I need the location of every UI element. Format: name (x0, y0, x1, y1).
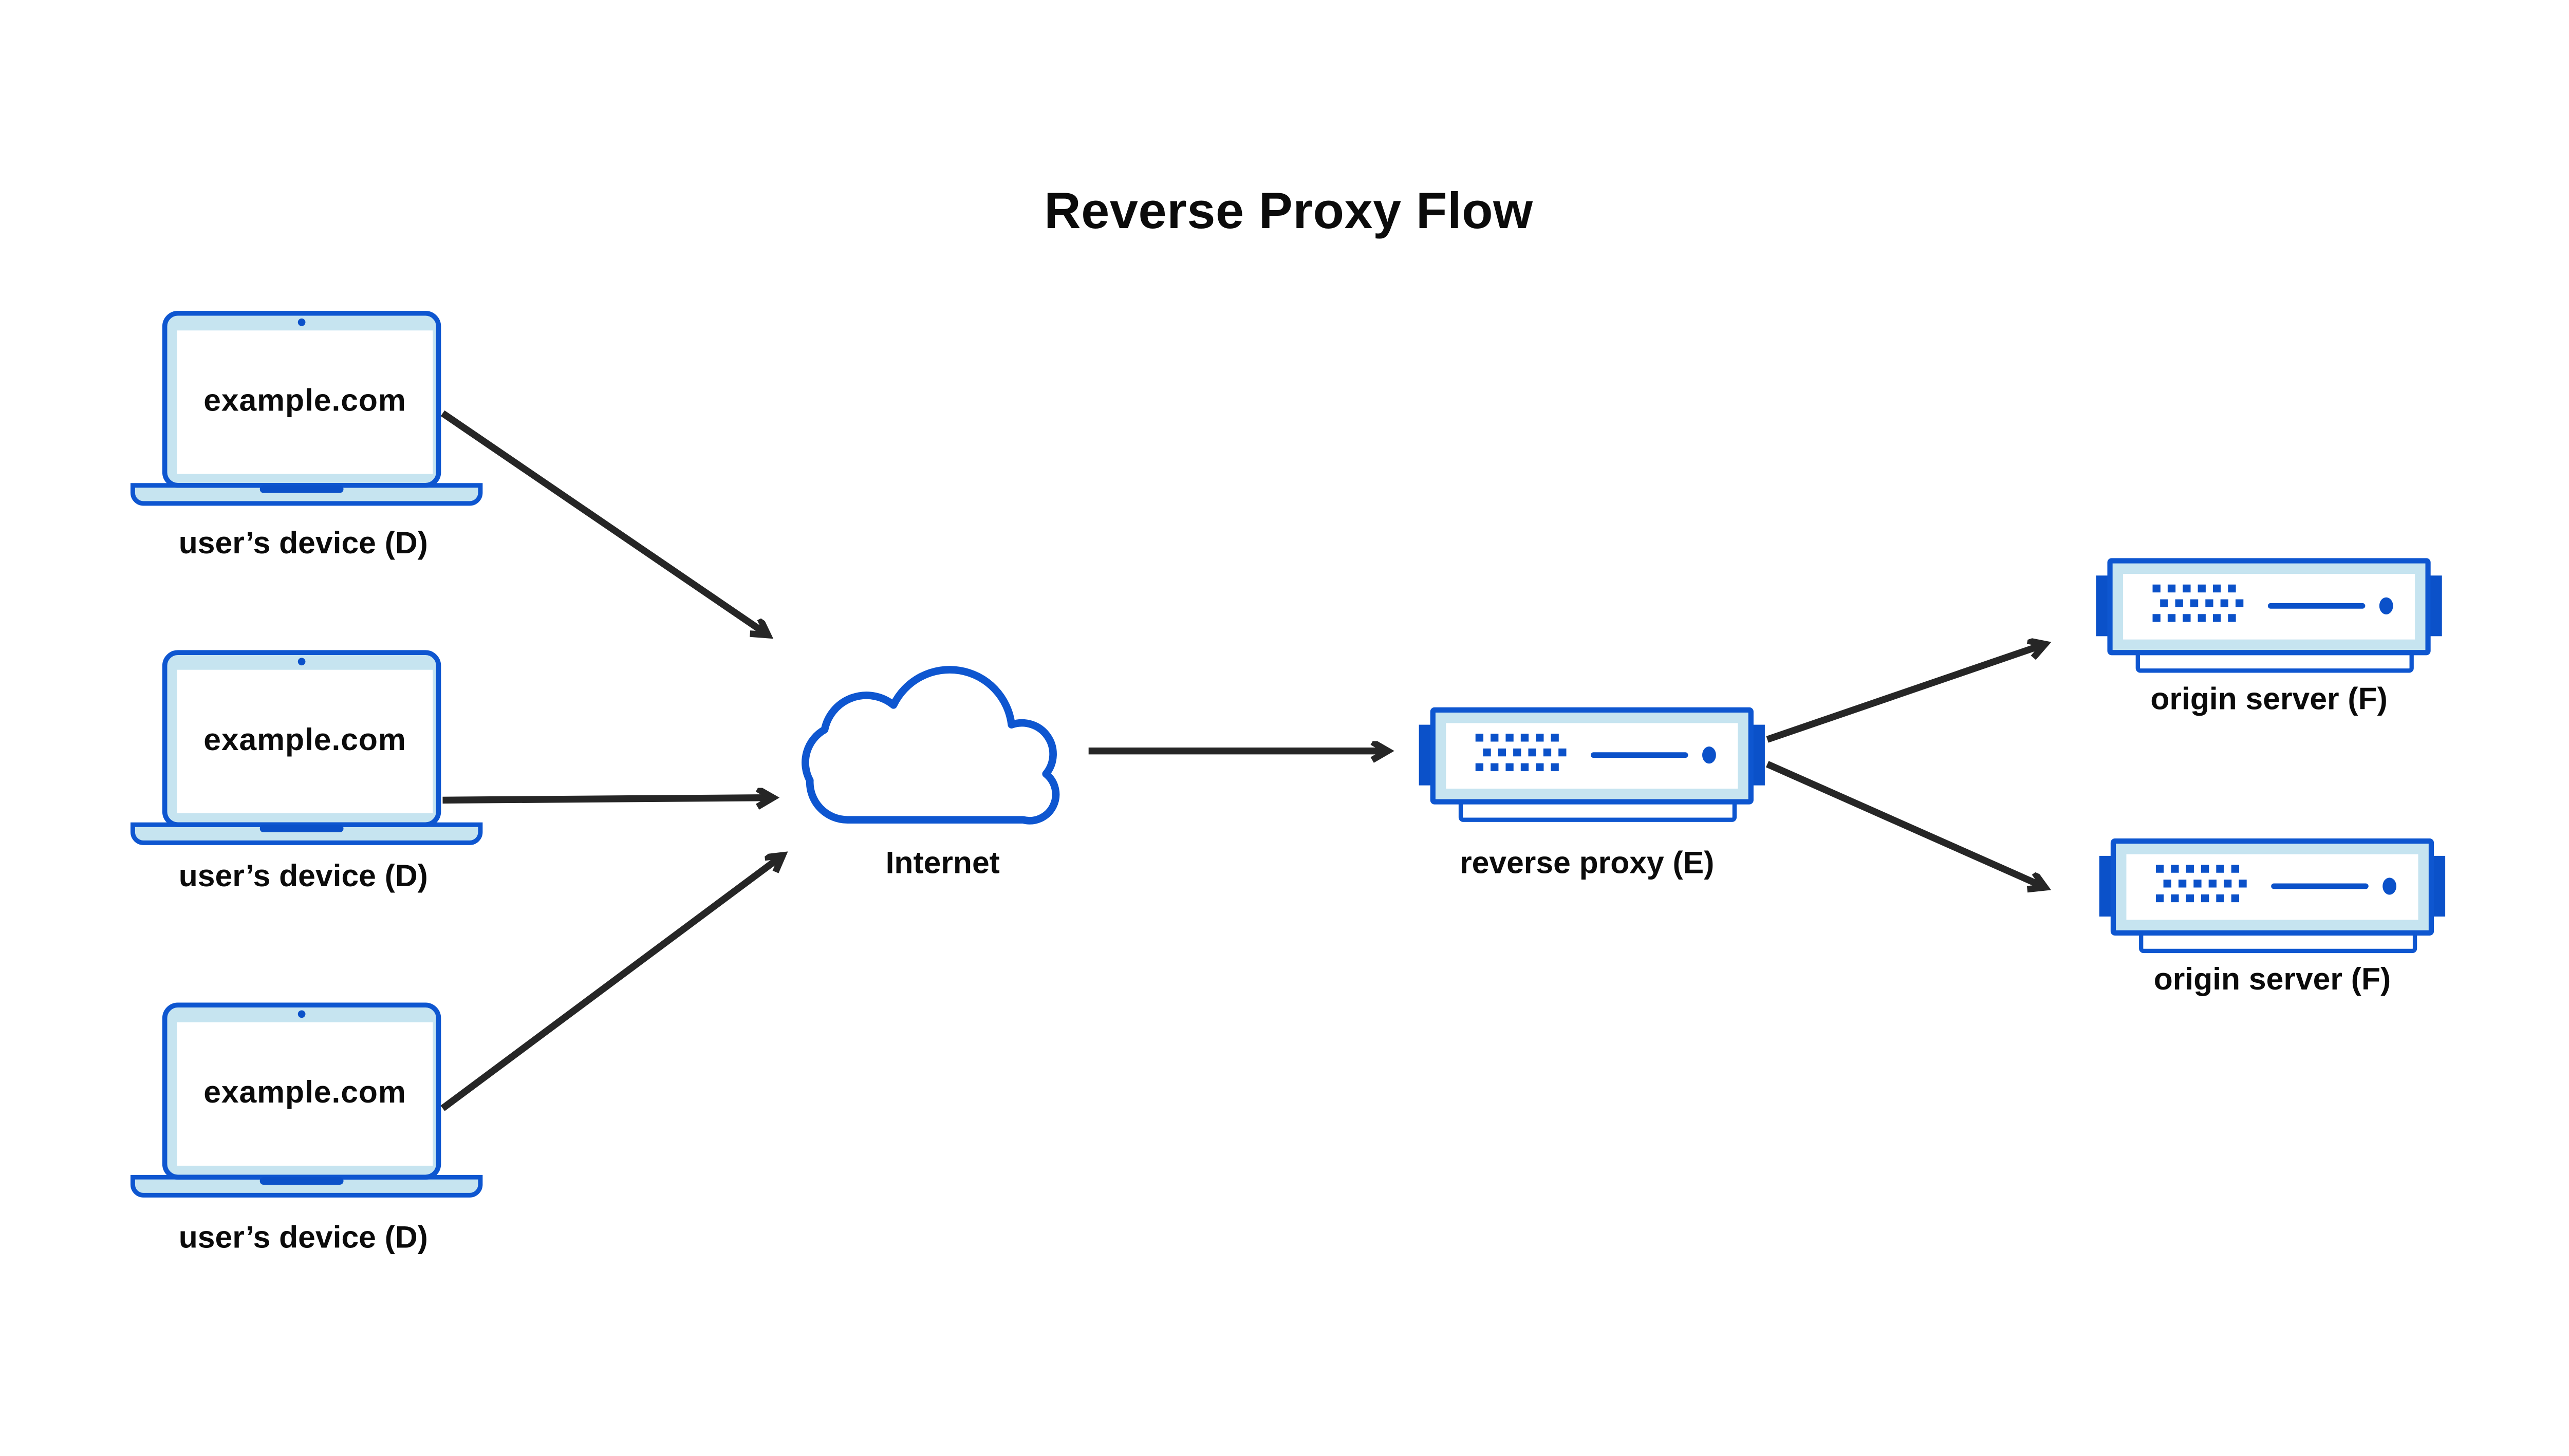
diagram-title: Reverse Proxy Flow (1044, 182, 1533, 239)
server-power-dot (2379, 597, 2393, 614)
server-power-dot (1702, 746, 1716, 764)
device-caption: user’s device (D) (179, 858, 428, 893)
origin-server-node-1: origin server (F) (2096, 558, 2442, 716)
internet-label: Internet (886, 845, 1000, 880)
arrow-proxy-to-origin1 (1766, 644, 2044, 743)
laptop-base (130, 483, 483, 506)
camera-icon (297, 658, 306, 666)
user-device-node-2: example.com user’s device (D) (130, 650, 483, 893)
laptop-screen (177, 1022, 433, 1166)
reverse-proxy-node: reverse proxy (E) (1419, 707, 1765, 880)
origin-server-label: origin server (F) (2150, 681, 2387, 716)
device-screen-url: example.com (203, 722, 406, 757)
arrow-device3-to-internet (440, 856, 782, 1111)
camera-icon (297, 1010, 306, 1018)
device-screen-url: example.com (203, 1074, 406, 1109)
laptop-base-notch (259, 485, 344, 493)
server-vents (2155, 865, 2247, 903)
laptop-base-notch (259, 825, 344, 832)
server-vents (2152, 584, 2244, 622)
device-screen-url: example.com (203, 383, 406, 418)
flow-arrows (440, 410, 2044, 1111)
device-caption: user’s device (D) (179, 525, 428, 560)
server-vents (1475, 734, 1567, 771)
arrow-device1-to-internet (440, 410, 768, 634)
origin-server-node-2: origin server (F) (2099, 838, 2446, 996)
user-device-node-3: example.com user’s device (D) (130, 1002, 483, 1254)
laptop-base-notch (259, 1177, 344, 1185)
user-device-node-1: example.com user’s device (D) (130, 310, 483, 560)
camera-icon (297, 318, 306, 326)
laptop-base (130, 1174, 483, 1198)
arrow-proxy-to-origin2 (1765, 761, 2044, 887)
laptop-screen (177, 669, 433, 813)
internet-node: Internet (802, 666, 1060, 880)
server-power-dot (2382, 878, 2397, 895)
laptop-screen (177, 330, 433, 474)
origin-server-label: origin server (F) (2154, 961, 2391, 996)
reverse-proxy-label: reverse proxy (E) (1460, 845, 1714, 880)
laptop-base (130, 822, 483, 845)
cloud-icon (802, 666, 1060, 825)
arrow-device2-to-internet (442, 798, 772, 800)
device-caption: user’s device (D) (179, 1219, 428, 1254)
